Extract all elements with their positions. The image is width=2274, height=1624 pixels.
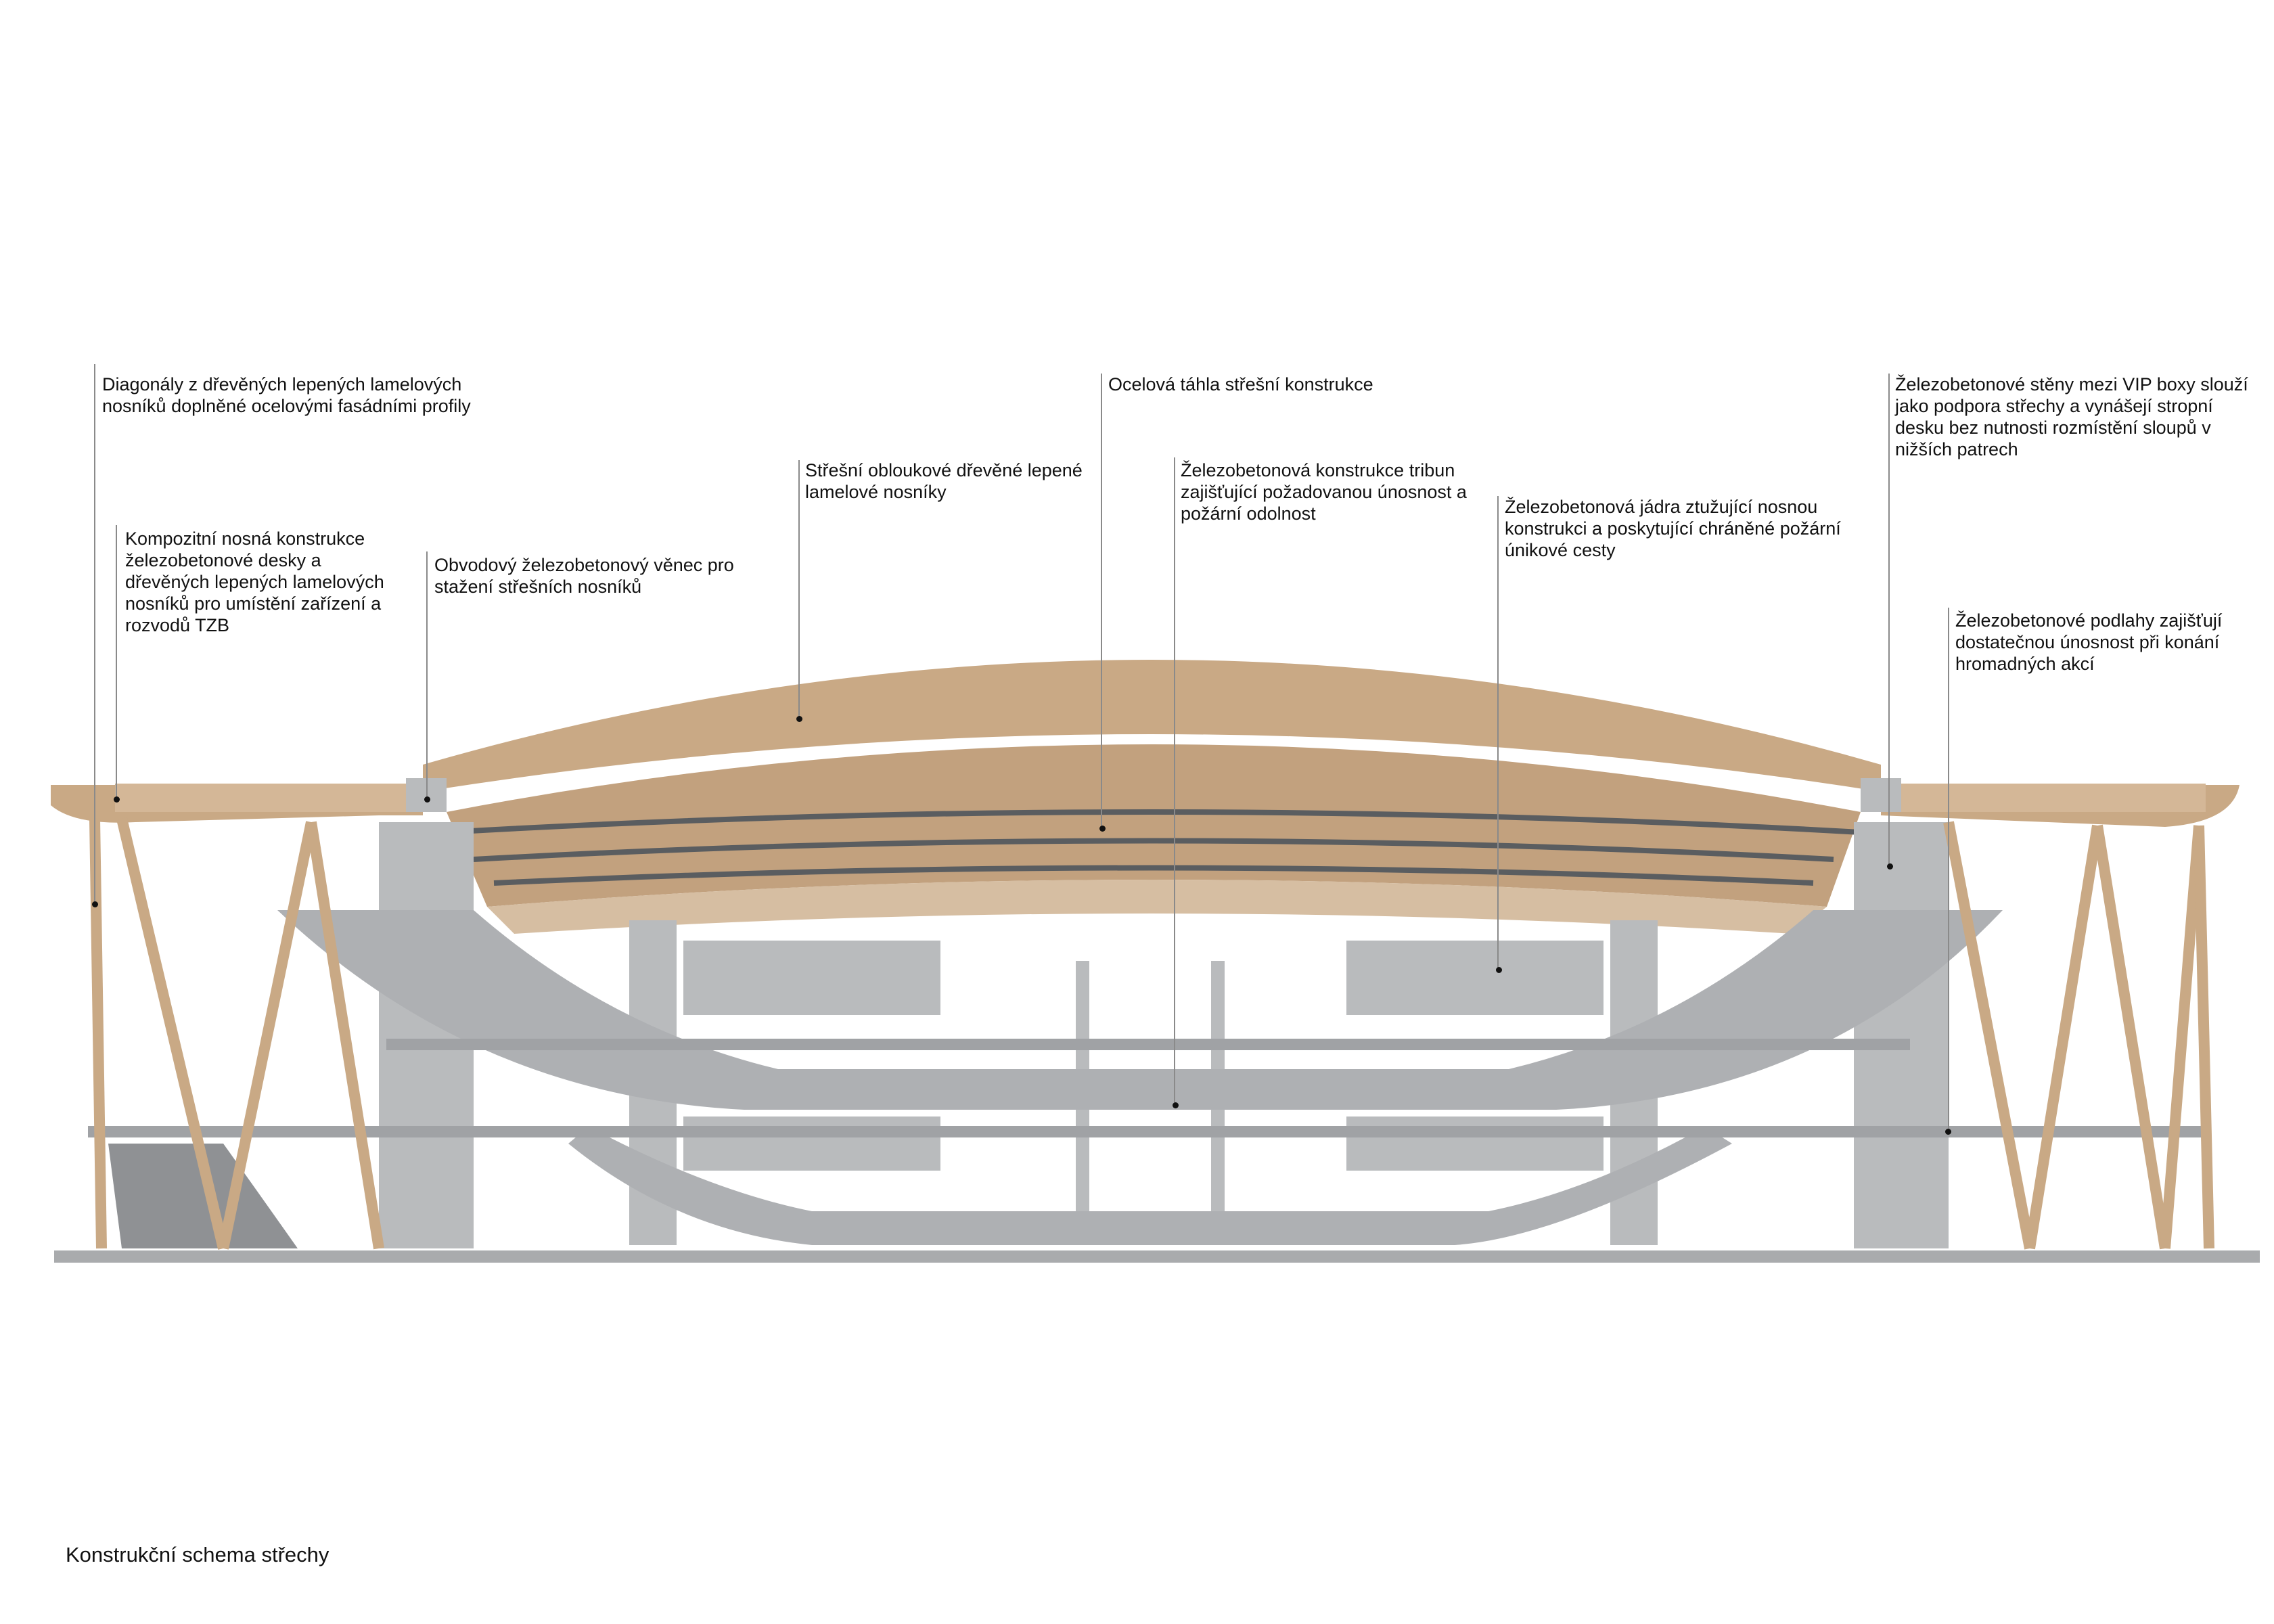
label-tribuny: Železobetonová konstrukce tribun zajišťu… xyxy=(1181,460,1467,524)
marker-jadra xyxy=(1496,967,1502,973)
left-exterior-stair xyxy=(108,1144,298,1248)
label-stresni: Střešní obloukové dřevěné lepené lamelov… xyxy=(805,460,1083,502)
marker-obvodovy xyxy=(424,796,430,803)
marker-podlahy xyxy=(1945,1129,1951,1135)
floor-slab-upper xyxy=(386,1039,1910,1050)
drawing-title: Konstrukční schema střechy xyxy=(66,1543,329,1566)
ground-slab xyxy=(54,1250,2260,1263)
marker-tribuny xyxy=(1173,1102,1179,1108)
leader-obvodovy xyxy=(426,551,428,799)
marker-ocelova xyxy=(1099,826,1106,832)
leader-tribuny xyxy=(1174,457,1175,1105)
label-kompozitni: Kompozitní nosná konstrukce železobetono… xyxy=(125,528,384,635)
label-ocelova: Ocelová táhla střešní konstrukce xyxy=(1108,374,1373,394)
floor-slab-lower xyxy=(88,1126,2209,1137)
label-diagonaly: Diagonály z dřevěných lepených lamelovýc… xyxy=(102,374,471,416)
label-obvodovy: Obvodový železobetonový věnec pro stažen… xyxy=(434,555,734,597)
marker-steny xyxy=(1887,863,1893,870)
leader-diagonaly xyxy=(94,364,95,904)
label-podlahy: Železobetonové podlahy zajišťují dostate… xyxy=(1955,610,2223,674)
leader-steny xyxy=(1888,374,1890,866)
leader-kompozitni xyxy=(116,525,117,799)
ring-beam-right xyxy=(1861,778,1901,812)
label-steny: Železobetonové stěny mezi VIP boxy slouž… xyxy=(1895,374,2248,459)
leader-jadra xyxy=(1497,496,1499,970)
marker-diagonaly xyxy=(92,901,98,907)
lower-tribune xyxy=(568,1127,1732,1245)
timber-diagonals xyxy=(89,817,2214,1250)
leader-podlahy xyxy=(1948,608,1949,1131)
marker-stresni xyxy=(796,716,802,722)
leader-stresni xyxy=(798,460,800,719)
arched-timber-roof xyxy=(423,660,1881,792)
label-jadra: Železobetonová jádra ztužující nosnou ko… xyxy=(1505,497,1841,560)
upper-tribune xyxy=(277,910,2003,1110)
leader-ocelova xyxy=(1101,374,1102,828)
marker-kompozitni xyxy=(114,796,120,803)
steel-ties xyxy=(446,809,1861,886)
